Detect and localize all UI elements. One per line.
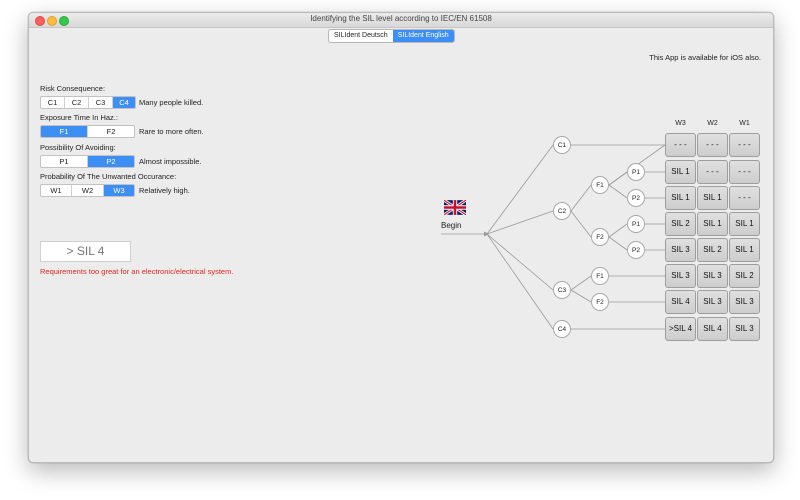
node-c2-f2-p2: P2 — [627, 241, 645, 259]
column-header-w2: W2 — [707, 120, 718, 127]
sil-cell: SIL 1 — [665, 160, 696, 184]
avoiding-option-p1[interactable]: P1 — [41, 156, 88, 167]
avoiding-control: P1 P2 — [40, 155, 135, 168]
sil-cell: SIL 4 — [697, 317, 728, 341]
node-c4: C4 — [553, 320, 571, 338]
node-c1: C1 — [553, 136, 571, 154]
close-window-button[interactable] — [35, 16, 45, 26]
sil-cell: SIL 1 — [665, 186, 696, 210]
sil-cell: SIL 3 — [697, 264, 728, 288]
app-window: Identifying the SIL level according to I… — [28, 12, 774, 463]
sil-cell: SIL 3 — [729, 317, 760, 341]
requirements-warning: Requirements too great for an electronic… — [40, 267, 234, 276]
sil-cell: - - - — [729, 160, 760, 184]
node-c3-f2: F2 — [591, 293, 609, 311]
probability-description: Relatively high. — [139, 186, 190, 195]
sil-cell: SIL 2 — [729, 264, 760, 288]
tab-deutsch[interactable]: SILIdent Deutsch — [334, 32, 388, 39]
tab-english[interactable]: SILIdent English — [392, 30, 454, 42]
sil-cell: SIL 3 — [665, 264, 696, 288]
sil-cell: - - - — [697, 160, 728, 184]
column-header-w3: W3 — [675, 120, 686, 127]
node-c3: C3 — [553, 281, 571, 299]
maximize-window-button[interactable] — [59, 16, 69, 26]
exposure-option-f2[interactable]: F2 — [106, 127, 116, 136]
sil-cell: SIL 1 — [697, 212, 728, 236]
consequence-option-c3[interactable]: C3 — [89, 97, 113, 108]
sil-cell: SIL 1 — [697, 186, 728, 210]
sil-cell: - - - — [729, 186, 760, 210]
uk-flag-icon[interactable] — [443, 198, 467, 220]
node-c2-f1-p1: P1 — [627, 163, 645, 181]
exposure-time-label: Exposure Time In Haz.: — [40, 113, 118, 122]
sil-cell: >SIL 4 — [665, 317, 696, 341]
sil-cell: SIL 3 — [697, 290, 728, 314]
consequence-option-c4[interactable]: C4 — [113, 97, 135, 108]
consequence-option-c2[interactable]: C2 — [65, 97, 89, 108]
sil-result-field: > SIL 4 — [40, 241, 131, 262]
node-c2: C2 — [553, 202, 571, 220]
sil-cell: SIL 1 — [729, 212, 760, 236]
exposure-description: Rare to more often. — [139, 127, 204, 136]
consequence-description: Many people killed. — [139, 98, 204, 107]
sil-cell: - - - — [665, 133, 696, 157]
sil-cell: SIL 3 — [729, 290, 760, 314]
window-title: Identifying the SIL level according to I… — [310, 14, 492, 23]
node-c3-f1: F1 — [591, 267, 609, 285]
sil-cell: SIL 2 — [665, 212, 696, 236]
begin-label: Begin — [441, 221, 462, 230]
probability-control: W1 W2 W3 — [40, 184, 135, 197]
node-c2-f1-p2: P2 — [627, 189, 645, 207]
sil-cell: - - - — [697, 133, 728, 157]
risk-consequence-control: C1 C2 C3 C4 — [40, 96, 136, 109]
sil-cell: SIL 4 — [665, 290, 696, 314]
sil-cell: SIL 2 — [697, 238, 728, 262]
probability-option-w3[interactable]: W3 — [104, 185, 134, 196]
probability-label: Probability Of The Unwanted Occurance: — [40, 172, 177, 181]
node-c2-f2-p1: P1 — [627, 215, 645, 233]
node-c2-f1: F1 — [591, 176, 609, 194]
risk-consequence-label: Risk Consequence: — [40, 84, 106, 93]
minimize-window-button[interactable] — [47, 16, 57, 26]
probability-option-w1[interactable]: W1 — [41, 185, 72, 196]
probability-option-w2[interactable]: W2 — [72, 185, 104, 196]
sil-cell: SIL 1 — [729, 238, 760, 262]
sil-cell: SIL 3 — [665, 238, 696, 262]
avoiding-label: Possibility Of Avoiding: — [40, 143, 116, 152]
sil-cell: - - - — [729, 133, 760, 157]
column-header-w1: W1 — [739, 120, 750, 127]
title-bar: Identifying the SIL level according to I… — [29, 13, 773, 28]
avoiding-option-p2[interactable]: P2 — [88, 156, 134, 167]
consequence-option-c1[interactable]: C1 — [41, 97, 65, 108]
exposure-option-f1[interactable]: F1 — [41, 126, 88, 137]
ios-availability-note: This App is available for iOS also. — [649, 53, 761, 62]
risk-graph-connectors — [441, 144, 666, 330]
node-c2-f2: F2 — [591, 228, 609, 246]
avoiding-description: Almost impossible. — [139, 157, 202, 166]
exposure-time-control: F1 F2 — [40, 125, 135, 138]
language-tab-bar: SILIdent Deutsch SILIdent English — [328, 29, 455, 43]
